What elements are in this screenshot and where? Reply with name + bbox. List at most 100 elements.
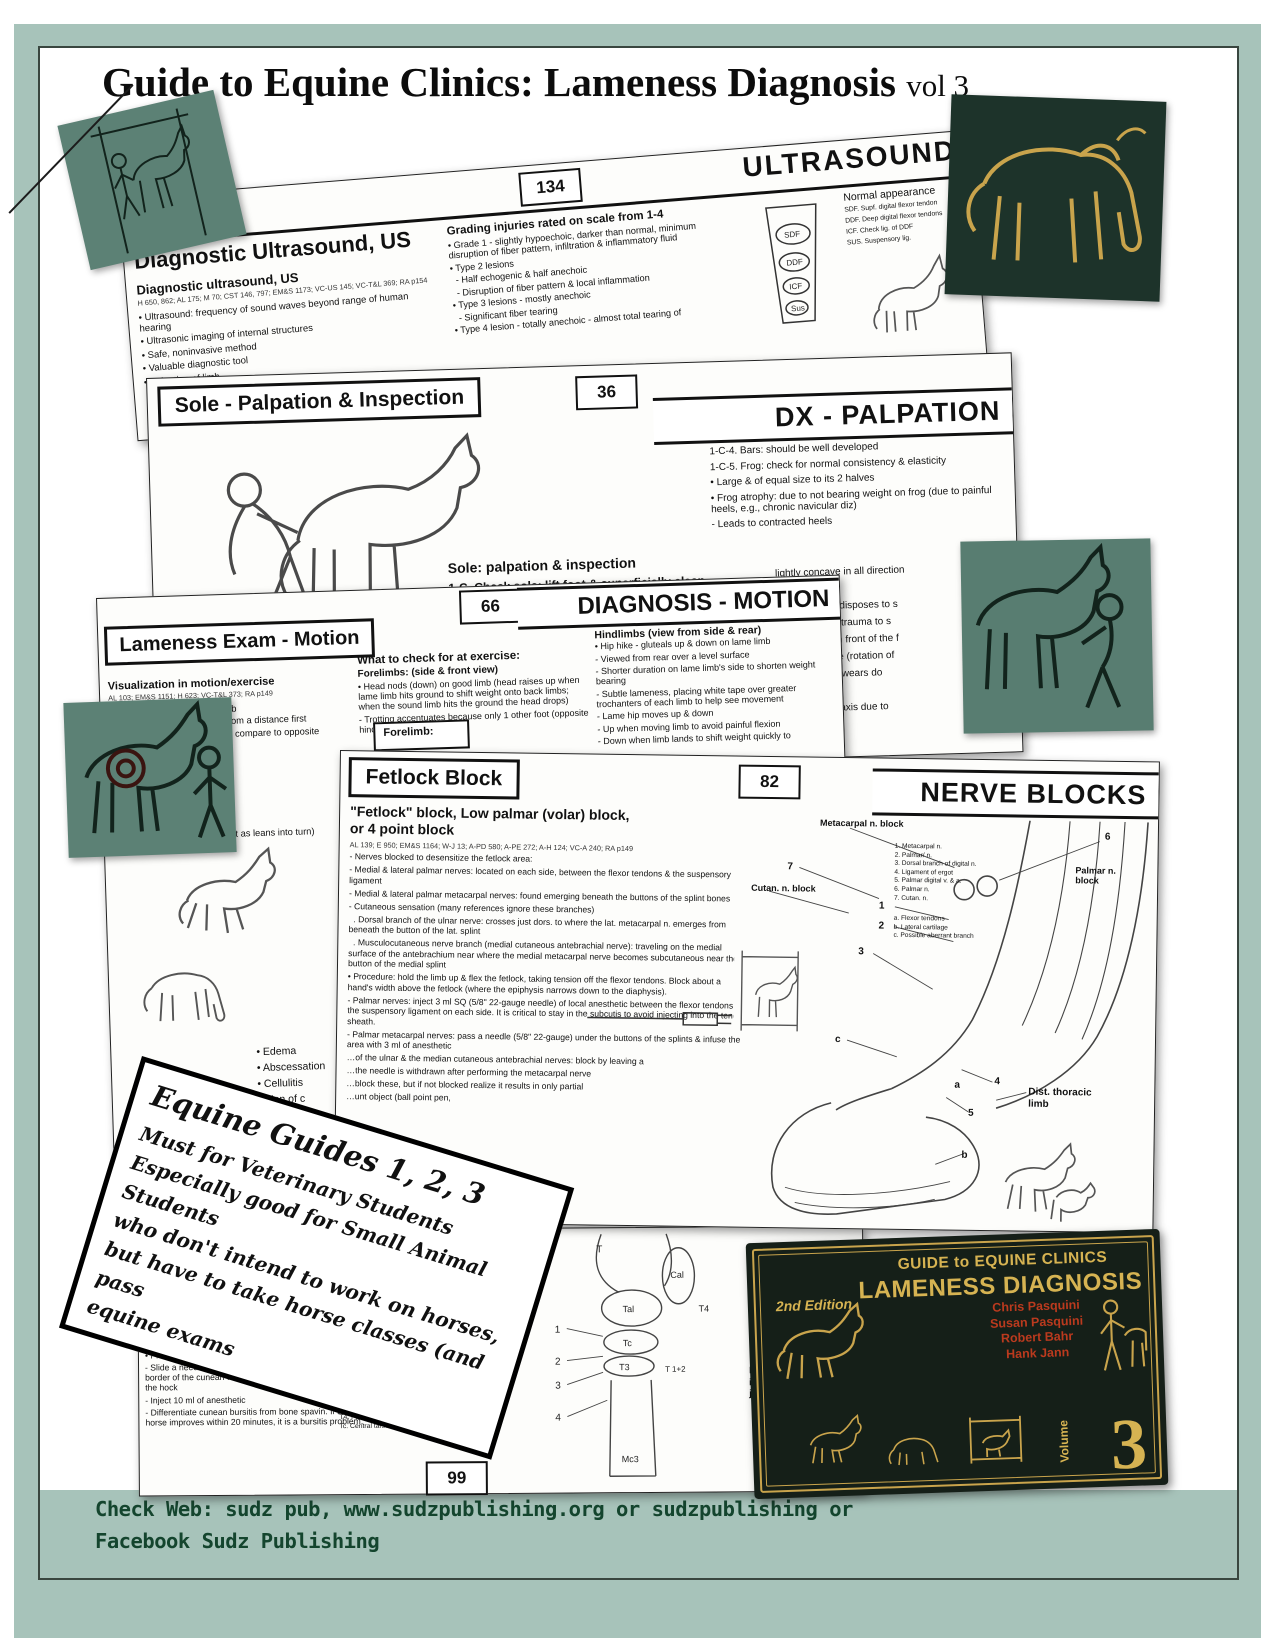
sample-card-lameness-motion: 66 DIAGNOSIS - MOTION Lameness Exam - Mo… (96, 574, 858, 1160)
footer-facebook-line: Facebook Sudz Publishing (95, 1529, 380, 1553)
anatomy-letter: a (954, 1079, 961, 1091)
text-line: c. Possible aberrant branch (893, 931, 974, 941)
text-line: - Medial & lateral palmar nerves: locate… (349, 864, 734, 886)
page-number-box: 66 (458, 588, 522, 625)
needle-illustration (587, 1012, 732, 1027)
joint-number: 2 (555, 1357, 561, 1368)
green-illustration-block-left (63, 697, 237, 858)
text-line: • Head nods (down) on good limb (head ra… (357, 674, 583, 712)
bone-label: Mc3 (622, 1454, 639, 1464)
bone-label: T4 (699, 1304, 710, 1314)
card-body: Diagnostic Ultrasound, US Diagnostic ult… (123, 177, 988, 440)
anatomy-number: 1 (878, 900, 885, 912)
ultrasound-column-3: SDF DDF ICF Sus Normal appearance SDF. S… (741, 182, 977, 386)
sample-card-ultrasound: 134 ULTRASOUND Diagnostic Ultrasound, US… (118, 129, 989, 442)
gold-horse-sketch (966, 127, 1147, 263)
anatomy-letter: b (961, 1149, 968, 1161)
cover-volume-number: 3 (1109, 1403, 1149, 1485)
anatomy-legend: 1. Metacarpal n.2. Palmar/ n.3. Dorsal b… (894, 843, 1015, 905)
text-line: - Palmar metacarpal nerves: pass a needl… (346, 1028, 743, 1051)
section-header: DX - PALPATION (652, 387, 1014, 445)
anatomy-number: 3 (858, 946, 864, 958)
examiner-and-horse-sketch (90, 108, 207, 254)
gold-horse-art (776, 1301, 864, 1379)
card-subtitle: "Fetlock" block, Low palmar (volar) bloc… (350, 803, 630, 841)
leg-anatomy-drawing (768, 820, 1149, 1215)
bone-label: Tc (623, 1338, 633, 1348)
sample-card-cunean: fused 1st andne meet. Thisa bleb of anes… (137, 1225, 865, 1497)
green-illustration-block-right (960, 538, 1154, 734)
label-dist-thoracic-limb: Dist. thoracic limb (1028, 1087, 1092, 1112)
grading-list: • Grade 1 - slightly hypoechoic, darker … (447, 218, 736, 336)
handler-and-horse-sketch (84, 699, 228, 839)
text-line: …unt object (ball point pen, (346, 1091, 451, 1103)
anatomy-letter: c (834, 1033, 841, 1046)
joint-number: 1 (555, 1325, 561, 1336)
bone-label: Tal (623, 1304, 635, 1314)
joint-number: 3 (555, 1381, 561, 1392)
page-number: 82 (760, 771, 780, 792)
bone-label: T 1+2 (665, 1365, 686, 1374)
bone-label: T3 (619, 1362, 630, 1372)
book-cover: GUIDE to EQUINE CLINICS LAMENESS DIAGNOS… (745, 1228, 1169, 1500)
label-line: block (1075, 875, 1099, 886)
cover-volume-label: Volume (1055, 1419, 1072, 1463)
farrier-and-horse-sketch (975, 542, 1124, 709)
trotting-horse-sketch (178, 846, 276, 934)
label-metacarpal-block: Metacarpal n. block (819, 817, 904, 829)
page-number-box: 134 (518, 167, 583, 207)
bullet-list: • Hip hike - gluteals up & down on lame … (595, 634, 838, 746)
section-header: DIAGNOSIS - MOTION (516, 577, 841, 630)
fetlock-anatomy-illustration: Metacarpal n. block 6 7 Palmar n. block … (695, 816, 1151, 1224)
green-illustration-block-top-right (944, 94, 1167, 302)
section-header: NERVE BLOCKS (872, 768, 1159, 820)
motion-column-3: Hindlimbs (view from side & rear) • Hip … (594, 622, 838, 749)
page-title-main: Guide to Equine Clinics: Lameness Diagno… (102, 59, 896, 105)
page-number: 99 (447, 1468, 467, 1488)
gold-mini-stocks-art (968, 1415, 1023, 1464)
cover-authors: Chris Pasquini Susan Pasquini Robert Bah… (966, 1297, 1108, 1364)
text-line: • Procedure: hold the limb up & flex the… (347, 971, 724, 997)
text-line: • Frog atrophy: due to not bearing weigh… (710, 484, 995, 515)
text-line: . Dorsal branch of the ulnar nerve: cros… (348, 913, 729, 936)
joint-number: 4 (555, 1413, 561, 1424)
anatomy-number: 4 (994, 1076, 1001, 1088)
fetlock-body-text: - Nerves blocked to desensitize the fetl… (346, 851, 749, 1110)
probe-label: ICF (789, 281, 803, 291)
horse-sketch (873, 253, 948, 333)
text-line: . Musculocutaneous nerve branch (medial … (347, 937, 741, 970)
bone-label: Cal (670, 1270, 684, 1280)
label-line: limb (1028, 1098, 1049, 1110)
gold-foal-art (1100, 1299, 1148, 1371)
ultrasound-probe-diagram: SDF DDF ICF Sus (765, 203, 817, 324)
anatomy-number: 5 (967, 1107, 974, 1119)
card-title: Sole - Palpation & Inspection (157, 377, 482, 427)
probe-label: Sus (791, 303, 805, 313)
label-line: Palmar n. (1075, 865, 1116, 876)
mare-and-foal-sketch (1004, 1142, 1096, 1222)
grazing-foal-sketch (143, 972, 226, 1022)
footer-web-line: Check Web: sudz pub, www.sudzpublishing.… (95, 1497, 853, 1521)
horse-in-stocks-sketch (733, 946, 807, 1036)
page-title: Guide to Equine Clinics: Lameness Diagno… (102, 58, 969, 106)
page-number-box: 82 (738, 764, 801, 800)
page-number: 134 (535, 176, 566, 198)
horse-and-handler-sketch (226, 432, 481, 633)
probe-label: DDF (786, 257, 803, 267)
card-title: Lameness Exam - Motion (103, 618, 376, 666)
bone-label: T (596, 1244, 602, 1255)
gold-mini-horse-art (809, 1414, 862, 1464)
sample-card-fetlock-block: Fetlock Block 82 NERVE BLOCKS "Fetlock" … (333, 750, 1160, 1234)
anatomy-number: 7 (787, 861, 794, 873)
text-line: 7. Cutan. n. (893, 894, 929, 902)
page-number: 36 (596, 382, 617, 402)
page-number: 66 (480, 596, 501, 616)
anatomy-number: 2 (878, 920, 885, 932)
footer-band (40, 1490, 1237, 1578)
label-line: Dist. thoracic (1028, 1086, 1092, 1099)
anatomy-number: 6 (1104, 831, 1111, 843)
probe-label: SDF (784, 229, 801, 239)
label-cutan-block: Cutan. n. block (751, 882, 816, 894)
